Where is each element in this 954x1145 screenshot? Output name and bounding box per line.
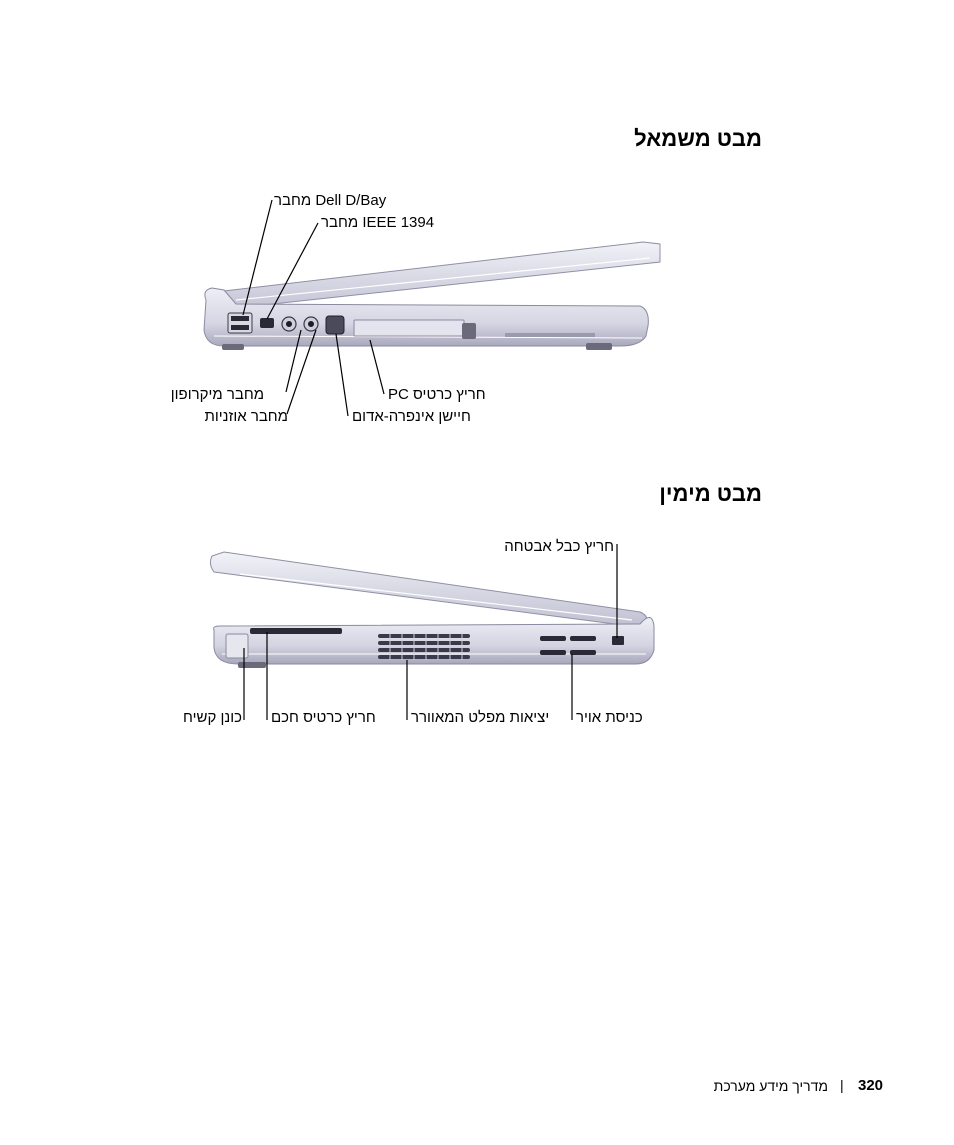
- security-cable-slot-label: חריץ כבל אבטחה: [504, 538, 614, 555]
- fan-exhaust-vents: [378, 634, 470, 659]
- air-intake-vents: [540, 636, 596, 655]
- ieee-1394-connector-label: IEEE 1394 מחבר: [321, 214, 435, 231]
- page-number: 320: [858, 1077, 884, 1094]
- footer-guide-title: מדריך מידע מערכת: [713, 1078, 828, 1094]
- right-view-heading: מבט מימין: [659, 481, 762, 506]
- air-intake-label: כניסת אויר: [576, 709, 643, 726]
- footer-separator: |: [840, 1077, 844, 1093]
- infrared-sensor-label: חיישן אינפרה-אדום: [352, 408, 471, 425]
- security-cable-slot: [612, 636, 624, 645]
- hard-drive-label: כונן קשיח: [183, 709, 242, 726]
- hard-drive-bay: [225, 633, 249, 659]
- smart-card-slot-label: חריץ כרטיס חכם: [271, 709, 376, 726]
- pc-card-slot-label: חריץ כרטיס PC: [388, 386, 486, 403]
- left-view-heading: מבט משמאל: [634, 126, 762, 151]
- ieee-1394-port: [260, 318, 274, 328]
- microphone-connector-label: מחבר מיקרופון: [170, 386, 264, 403]
- headphone-connector-label: מחבר אוזניות: [204, 408, 289, 425]
- smart-card-slot: [250, 628, 342, 634]
- dbay-connector-label: Dell D/Bay מחבר: [274, 192, 387, 209]
- fan-exhaust-label: יציאות מפלט המאוורר: [411, 709, 550, 726]
- infrared-sensor: [325, 315, 345, 335]
